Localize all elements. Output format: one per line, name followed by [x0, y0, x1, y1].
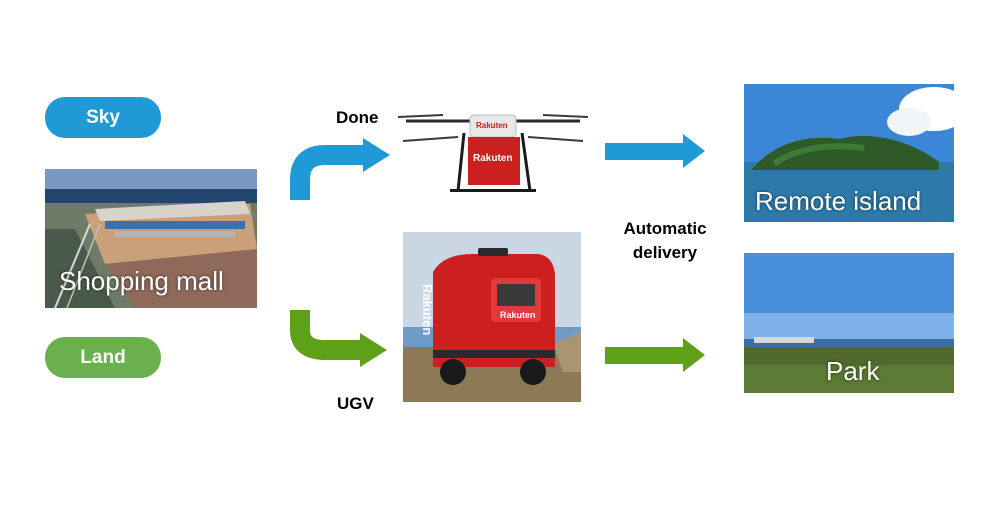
automatic-delivery-line2: delivery — [632, 243, 698, 262]
ugv-front-logo: Rakuten — [500, 310, 536, 320]
sky-curved-arrow-head — [363, 138, 390, 172]
land-label: Land — [45, 337, 161, 378]
land-curved-arrow — [290, 310, 362, 360]
ugv-label: UGV — [337, 394, 374, 413]
sky-label: Sky — [45, 97, 161, 138]
remote-island-photo: Remote island — [744, 84, 954, 222]
remote-island-caption: Remote island — [755, 186, 922, 216]
ugv-photo: Rakuten Rakuten — [403, 232, 581, 402]
drone-photo: Rakuten Rakuten — [398, 105, 588, 197]
sky-straight-arrow — [605, 143, 685, 160]
drone-label: Done — [336, 108, 379, 127]
drone-box-logo: Rakuten — [473, 153, 513, 164]
sky-curved-arrow — [290, 145, 365, 200]
land-curved-arrow-head — [360, 333, 387, 367]
land-straight-arrow — [605, 347, 685, 364]
park-caption: Park — [826, 356, 880, 386]
automatic-delivery-label: Automatic delivery — [600, 217, 730, 265]
park-photo: Park — [744, 253, 954, 393]
shopping-mall-caption: Shopping mall — [59, 266, 224, 296]
land-straight-arrow-head — [683, 338, 705, 372]
shopping-mall-photo: Shopping mall — [45, 169, 257, 308]
automatic-delivery-line1: Automatic — [623, 219, 707, 238]
drone-top-logo: Rakuten — [476, 121, 508, 130]
sky-straight-arrow-head — [683, 134, 705, 168]
